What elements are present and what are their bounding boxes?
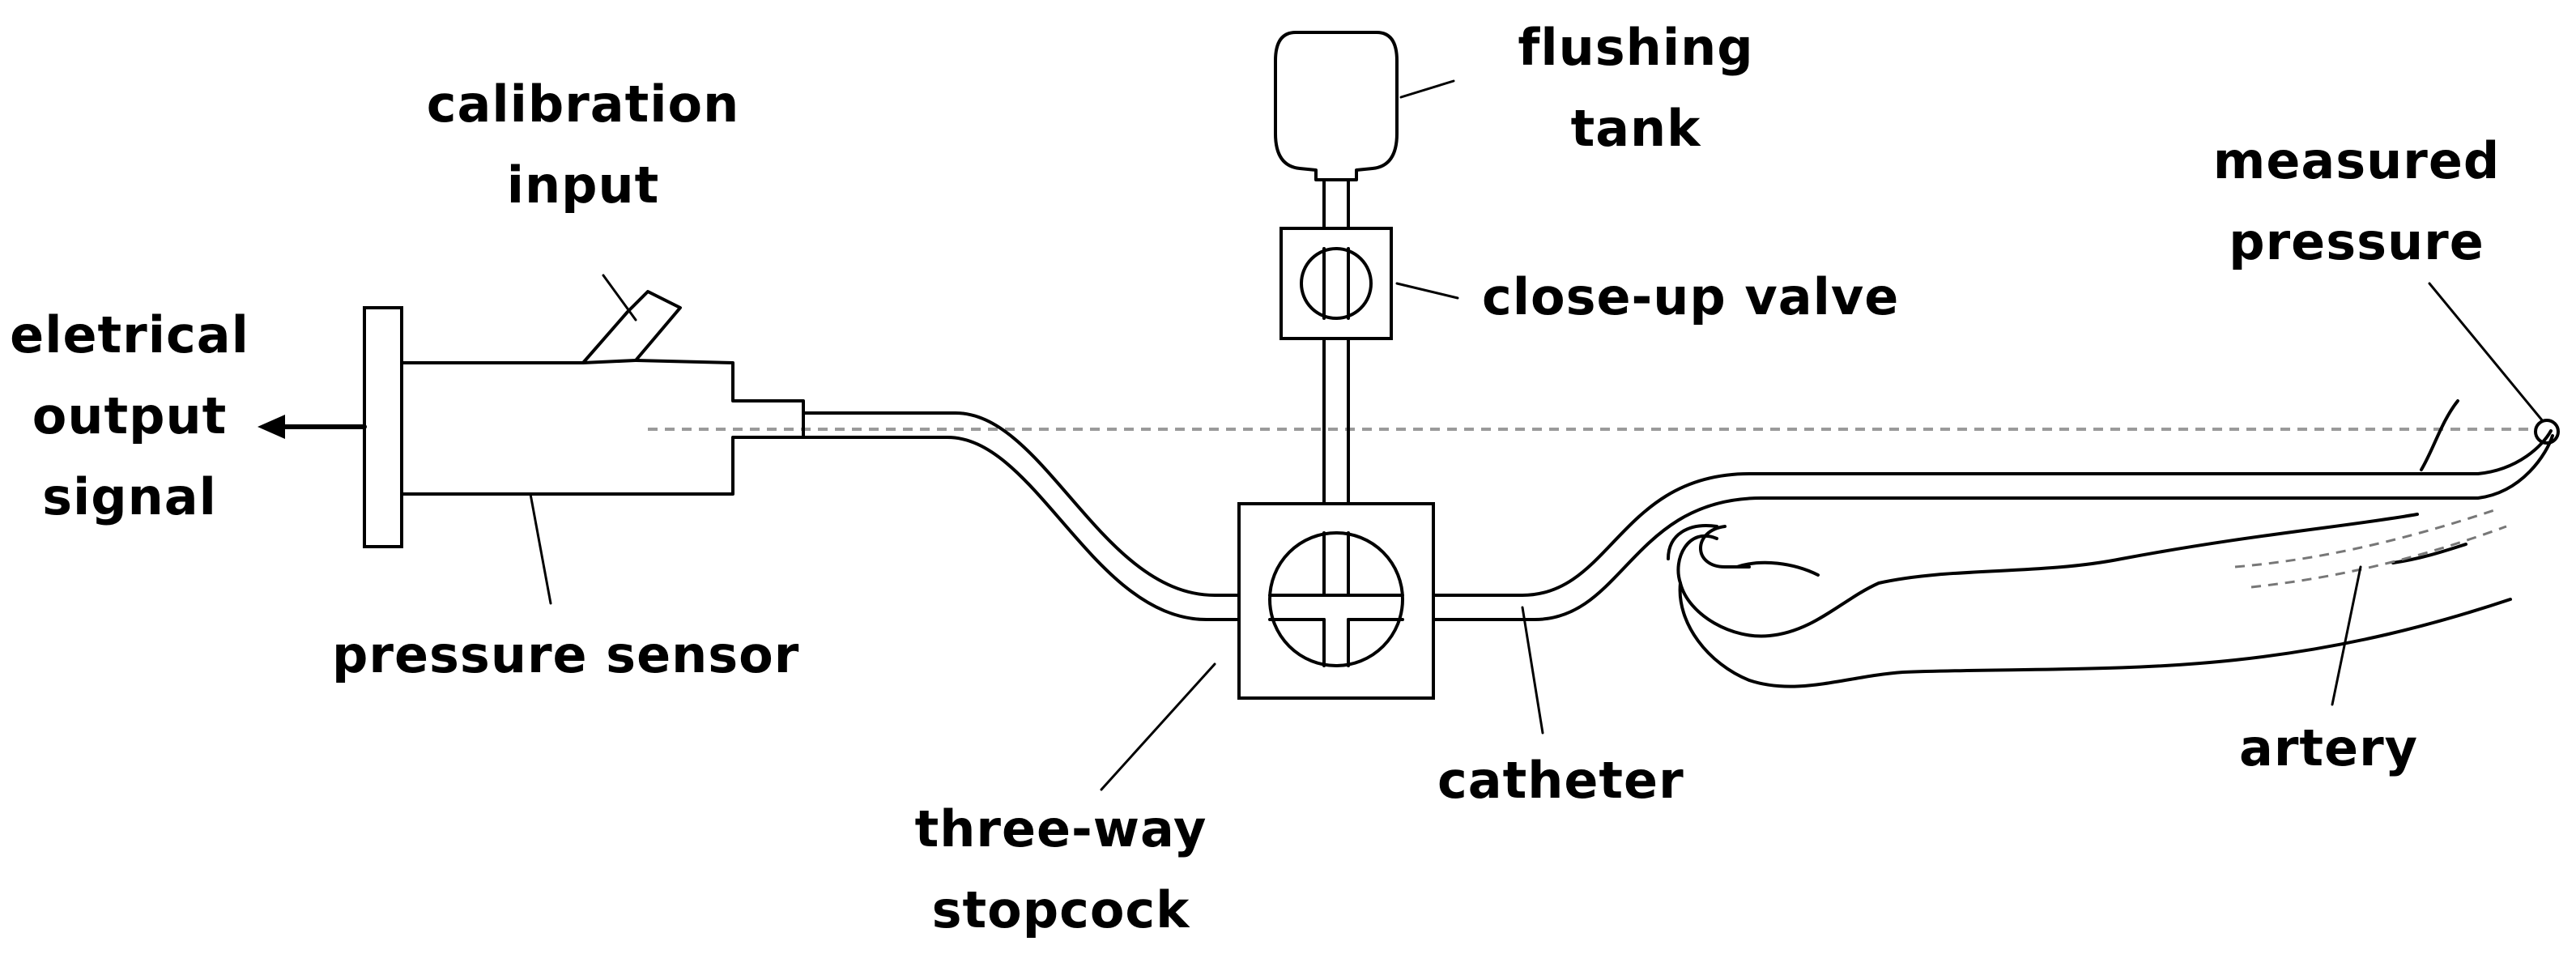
svg-text:signal: signal: [42, 467, 217, 526]
label-electrical-output: eletrical output signal: [10, 305, 249, 526]
label-three-way-stopcock: three-way stopcock: [915, 799, 1207, 939]
svg-text:three-way: three-way: [915, 799, 1207, 858]
catheter-tube: [802, 411, 2560, 621]
svg-text:tank: tank: [1571, 99, 1702, 158]
svg-text:pressure: pressure: [2229, 212, 2484, 271]
svg-text:output: output: [32, 386, 228, 445]
svg-text:stopcock: stopcock: [932, 880, 1191, 939]
svg-text:eletrical: eletrical: [10, 305, 249, 364]
leader-lines: [529, 79, 2544, 791]
svg-text:flushing: flushing: [1518, 18, 1753, 77]
label-measured-pressure: measured pressure: [2213, 131, 2501, 271]
output-signal-arrow: [258, 415, 367, 439]
label-catheter: catheter: [1437, 751, 1684, 810]
label-close-up-valve: close-up valve: [1482, 267, 1899, 326]
label-calibration-input: calibration input: [427, 75, 740, 215]
svg-text:calibration: calibration: [427, 75, 740, 134]
svg-text:input: input: [507, 155, 660, 215]
svg-text:measured: measured: [2213, 131, 2501, 190]
label-pressure-sensor: pressure sensor: [332, 625, 799, 684]
flushing-tank: [1274, 31, 1399, 230]
close-up-valve: [1279, 227, 1393, 340]
label-flushing-tank: flushing tank: [1518, 18, 1753, 158]
label-artery: artery: [2239, 718, 2418, 777]
three-way-stopcock: [1237, 502, 1435, 700]
arm-illustration: [1667, 399, 2512, 688]
pressure-sensor: [363, 290, 805, 548]
